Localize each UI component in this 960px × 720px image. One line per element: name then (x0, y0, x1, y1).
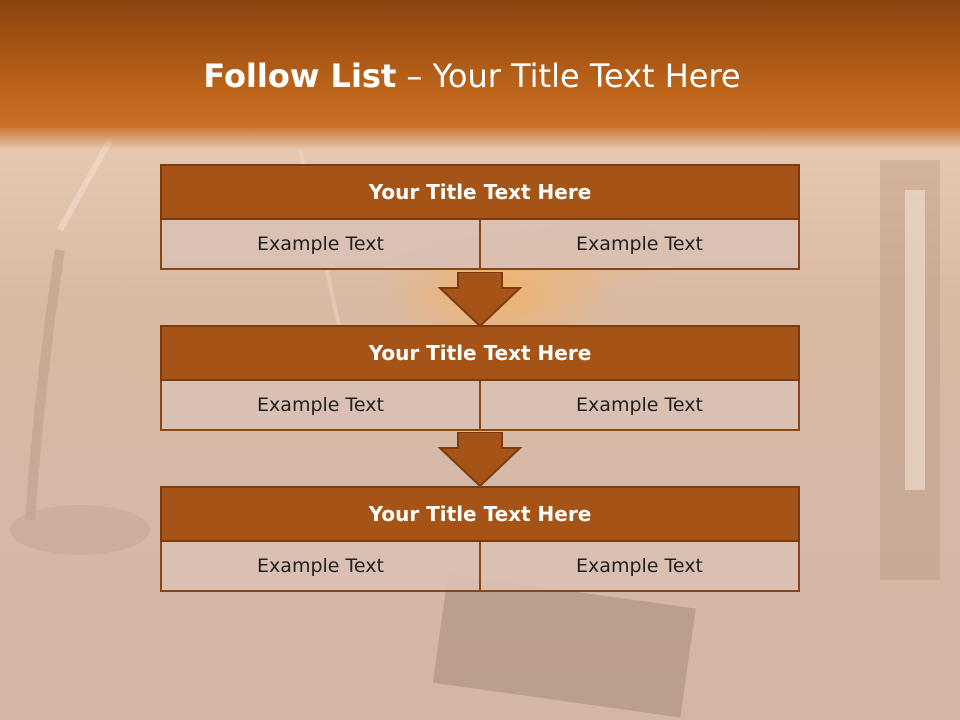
slide-title-bold: Follow List (203, 57, 397, 95)
step-2-left-cell: Example Text (160, 381, 481, 431)
step-3-right-cell: Example Text (481, 542, 800, 592)
step-block-1: Your Title Text Here Example Text Exampl… (160, 164, 800, 270)
slide-title: Follow List – Your Title Text Here (0, 52, 944, 100)
step-3-left-cell: Example Text (160, 542, 481, 592)
slide-title-rest: – Your Title Text Here (396, 57, 741, 95)
step-title-2: Your Title Text Here (160, 325, 800, 381)
down-arrow-2 (438, 432, 522, 488)
step-title-1: Your Title Text Here (160, 164, 800, 220)
step-1-left-cell: Example Text (160, 220, 481, 270)
step-2-right-cell: Example Text (481, 381, 800, 431)
step-block-3: Your Title Text Here Example Text Exampl… (160, 486, 800, 592)
header-band (0, 0, 960, 150)
down-arrow-1 (438, 272, 522, 328)
step-block-2: Your Title Text Here Example Text Exampl… (160, 325, 800, 431)
step-title-3: Your Title Text Here (160, 486, 800, 542)
step-1-right-cell: Example Text (481, 220, 800, 270)
